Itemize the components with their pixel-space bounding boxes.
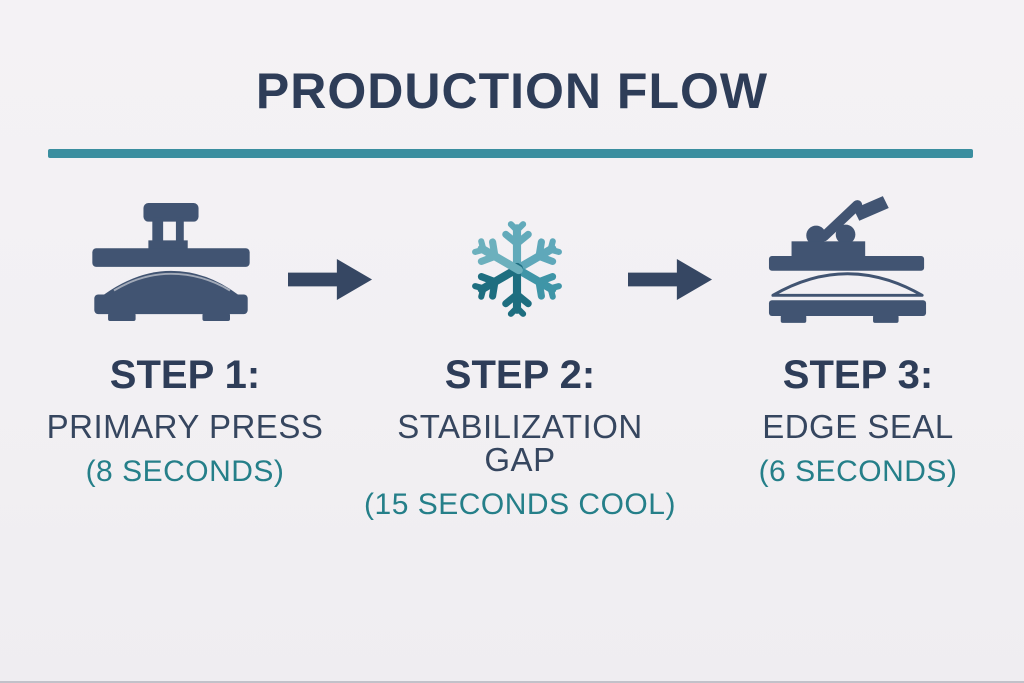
- step-3-title: STEP 3:: [782, 353, 934, 397]
- page-title: PRODUCTION FLOW: [255, 63, 769, 119]
- step-2-labels: STEP 2: STABILIZATION GAP (15 SECONDS CO…: [358, 355, 682, 520]
- step-2-title: STEP 2:: [444, 353, 596, 397]
- step-2-name: STABILIZATION GAP: [397, 408, 643, 478]
- snowflake-icon: [468, 214, 566, 322]
- step-3-name: EDGE SEAL: [762, 408, 954, 445]
- heat-press-icon: [92, 203, 250, 321]
- step-1-title: STEP 1:: [109, 353, 261, 397]
- step-2-duration: (15 SECONDS COOL): [364, 488, 676, 521]
- step-1-name: PRIMARY PRESS: [46, 408, 324, 445]
- arrow-right-icon: [288, 258, 373, 301]
- step-1-labels: STEP 1: PRIMARY PRESS (8 SECONDS): [33, 355, 337, 487]
- edge-seal-press-icon: [768, 196, 927, 323]
- step-1-duration: (8 SECONDS): [85, 455, 285, 488]
- step-3-duration: (6 SECONDS): [758, 455, 958, 488]
- bottom-edge-line: [0, 681, 1024, 683]
- step-3-labels: STEP 3: EDGE SEAL (6 SECONDS): [706, 355, 1010, 487]
- title-divider: [48, 149, 973, 158]
- arrow-right-icon: [628, 258, 713, 301]
